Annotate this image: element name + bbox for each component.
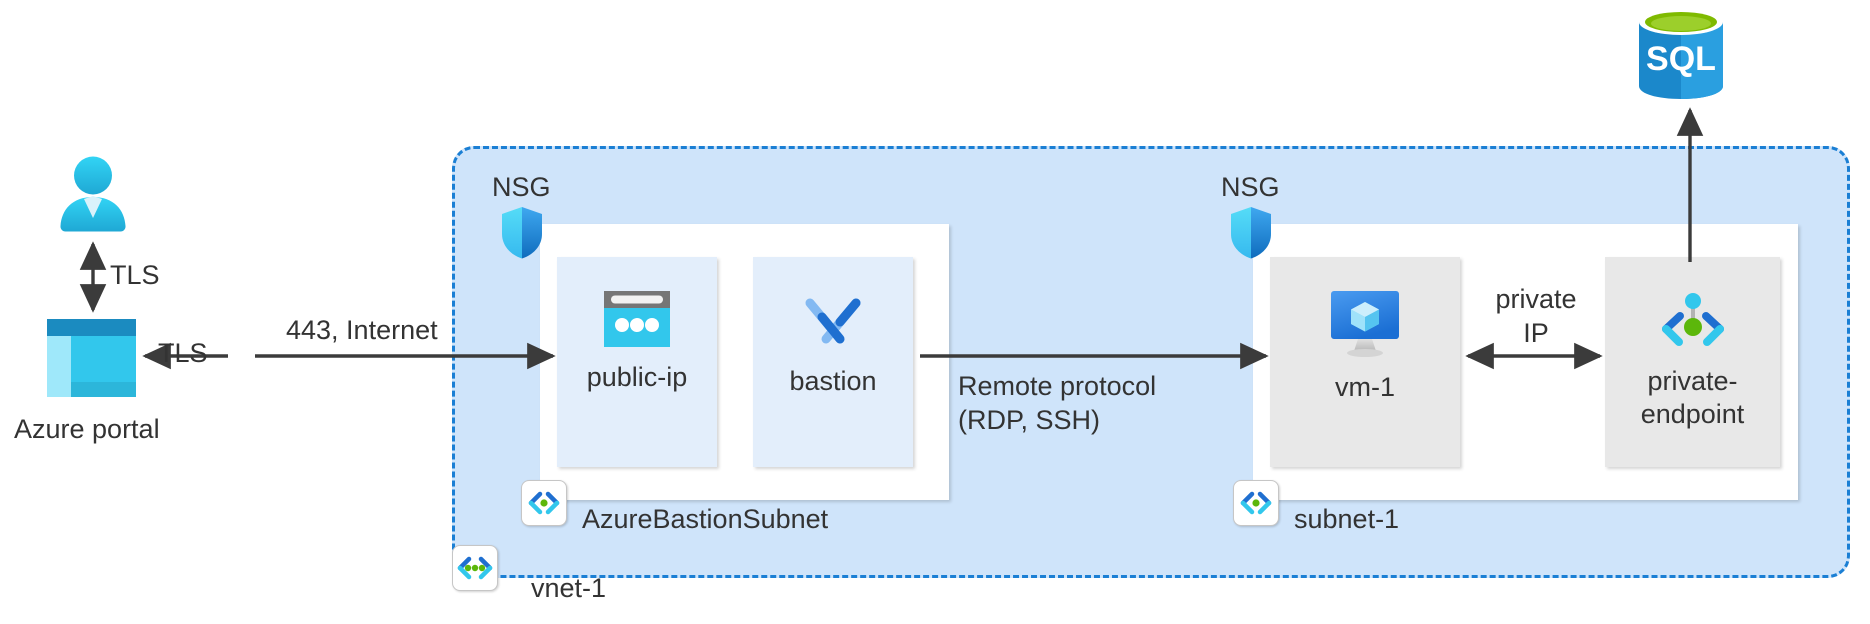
resource-tile-private-endpoint[interactable]: private- endpoint — [1605, 257, 1780, 467]
vnet-icon — [452, 545, 498, 591]
resource-label-public-ip: public-ip — [586, 362, 688, 392]
svg-text:SQL: SQL — [1646, 40, 1716, 78]
vnet-label: vnet-1 — [531, 573, 607, 603]
nsg-label: NSG — [492, 172, 551, 202]
resource-label-bastion: bastion — [789, 366, 877, 396]
connector-label-tls-bottom: TLS — [158, 338, 208, 368]
nsg-label: NSG — [1221, 172, 1280, 202]
virtual-machine-icon — [1327, 291, 1403, 357]
private-endpoint-icon — [1658, 291, 1728, 351]
resource-tile-vm-1[interactable]: vm-1 — [1270, 257, 1460, 467]
resource-label-private-endpoint: private- endpoint — [1640, 366, 1745, 429]
subnet-label-subnet-1: subnet-1 — [1294, 504, 1400, 534]
connector-label-remote-protocol-line1: Remote protocol — [958, 371, 1157, 401]
connector-label-private-ip-line2: IP — [1523, 318, 1549, 348]
resource-label-vm-1: vm-1 — [1335, 372, 1395, 402]
connector-label-remote-protocol-line2: (RDP, SSH) — [958, 405, 1101, 435]
resource-tile-public-ip[interactable]: public-ip — [557, 257, 717, 467]
subnet-icon-azurebastionsubnet — [521, 480, 567, 526]
nsg-shield-icon — [500, 207, 544, 259]
sql-database-icon: SQL — [1638, 8, 1724, 100]
azure-portal-label: Azure portal — [14, 414, 160, 444]
resource-tile-bastion[interactable]: bastion — [753, 257, 913, 467]
bastion-icon — [800, 291, 866, 351]
connector-label-private-ip-line1: private — [1495, 284, 1577, 314]
user-icon — [56, 156, 130, 232]
subnet-icon-subnet-1 — [1233, 480, 1279, 526]
nsg-shield-icon — [1229, 207, 1273, 259]
public-ip-icon — [604, 291, 670, 347]
connector-label-internet: 443, Internet — [286, 315, 438, 345]
subnet-label-azurebastionsubnet: AzureBastionSubnet — [582, 504, 829, 534]
azure-portal-icon — [47, 319, 136, 397]
connector-label-tls-top: TLS — [110, 260, 160, 290]
